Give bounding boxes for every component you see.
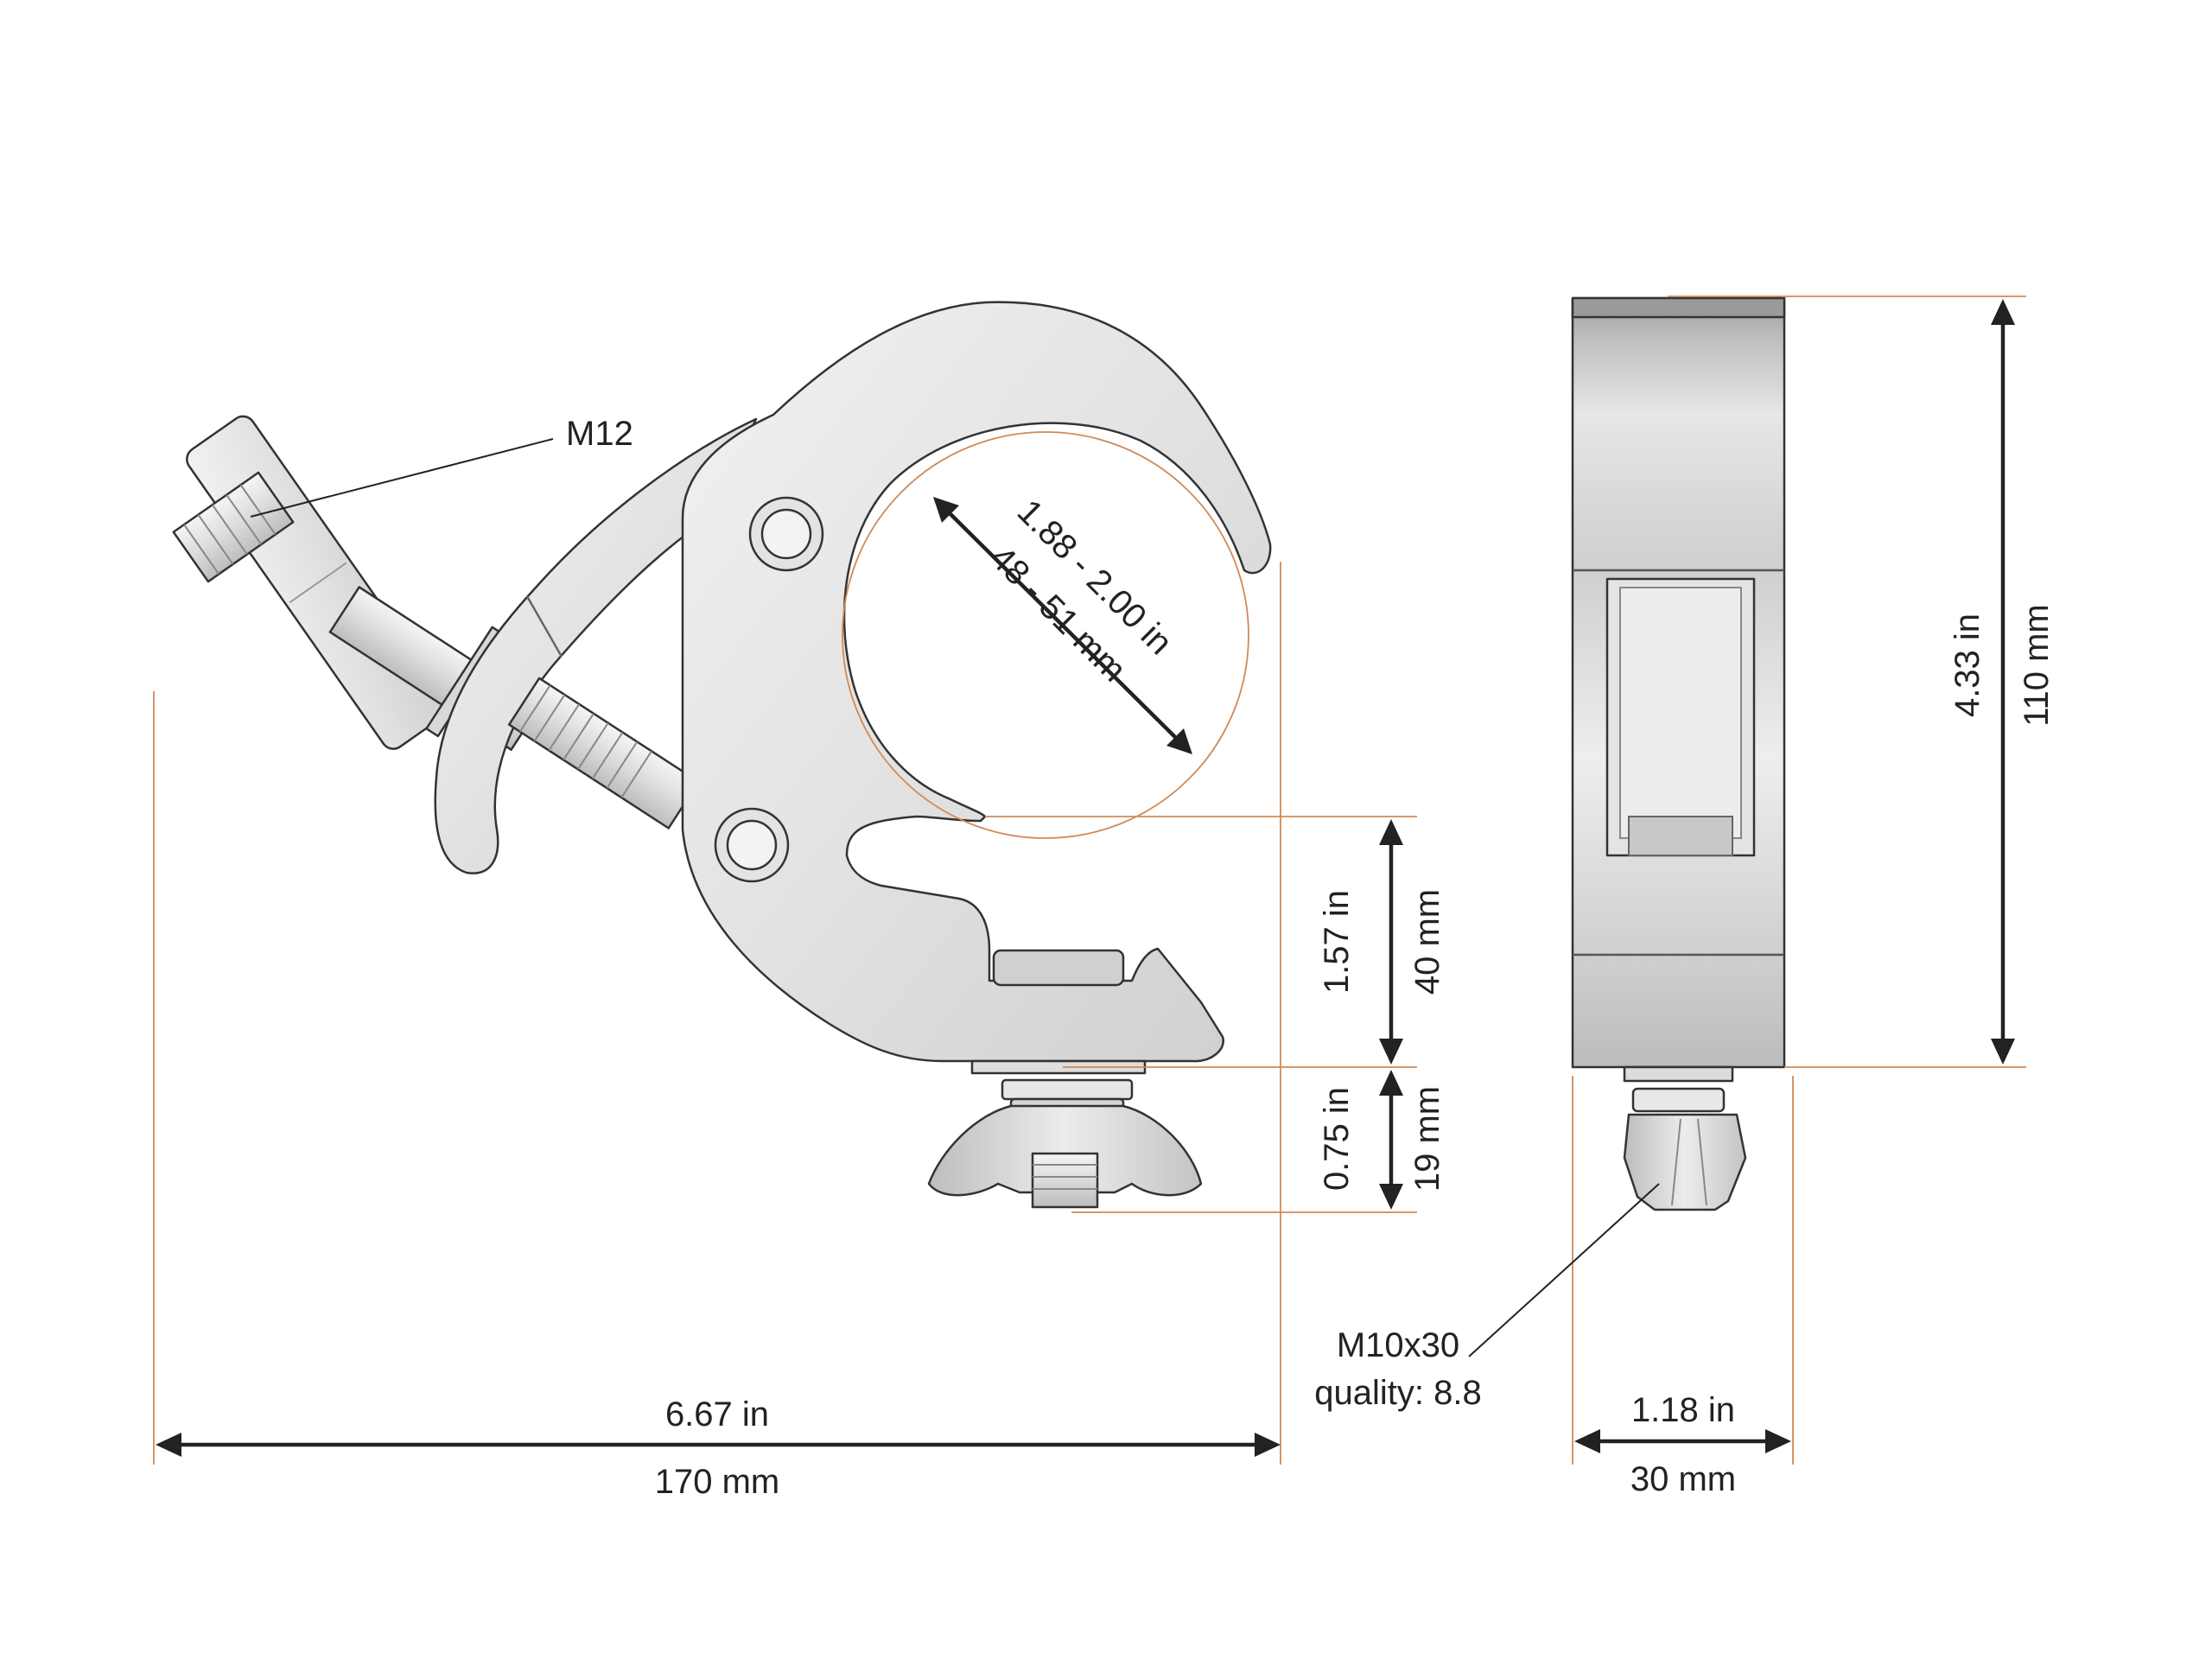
- jaw-plate: [992, 949, 1125, 987]
- wing-nut: [927, 1104, 1203, 1209]
- side-view-clamp: [1571, 296, 1786, 1211]
- side-wing-nut: [1623, 1065, 1747, 1211]
- extension-lines: [153, 296, 2026, 1465]
- label-width-in: 6.67 in: [665, 1395, 769, 1433]
- label-height-in: 4.33 in: [1948, 613, 1986, 717]
- locking-lever: [434, 417, 758, 874]
- label-nut-in: 0.75 in: [1318, 1087, 1356, 1191]
- bolt-thread: [507, 677, 700, 830]
- label-screw-quality: quality: 8.8: [1314, 1374, 1481, 1412]
- label-throat-mm: 40 mm: [1408, 889, 1446, 995]
- clamp-body: [681, 301, 1272, 1063]
- label-height-mm: 110 mm: [2018, 604, 2056, 727]
- label-nut-mm: 19 mm: [1408, 1086, 1446, 1192]
- label-depth-in: 1.18 in: [1631, 1391, 1735, 1429]
- label-bolt-thread: M12: [566, 415, 633, 453]
- label-screw-spec: M10x30: [1337, 1326, 1459, 1364]
- wing-handle: [186, 415, 451, 750]
- lower-pivot: [714, 807, 790, 883]
- dimension-arrows: [156, 299, 2015, 1457]
- front-view-clamp: [172, 301, 1272, 1209]
- handle-thread-stub: [172, 471, 295, 583]
- label-width-mm: 170 mm: [655, 1463, 780, 1501]
- leader-lines: [250, 438, 1660, 1357]
- label-throat-in: 1.57 in: [1318, 890, 1356, 994]
- pipe-diameter-circle: [842, 431, 1249, 839]
- label-depth-mm: 30 mm: [1630, 1460, 1736, 1498]
- upper-pivot: [748, 496, 824, 572]
